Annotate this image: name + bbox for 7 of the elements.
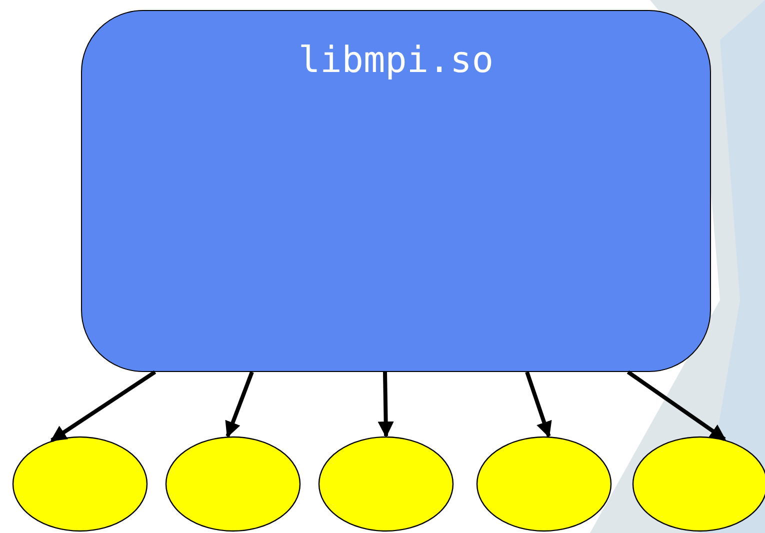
arrow — [626, 370, 726, 441]
library-label: libmpi.so — [297, 39, 495, 83]
arrow — [378, 372, 394, 438]
arrow — [225, 371, 254, 438]
library-box — [81, 10, 711, 372]
arrow — [525, 371, 552, 438]
arrow — [50, 370, 156, 442]
